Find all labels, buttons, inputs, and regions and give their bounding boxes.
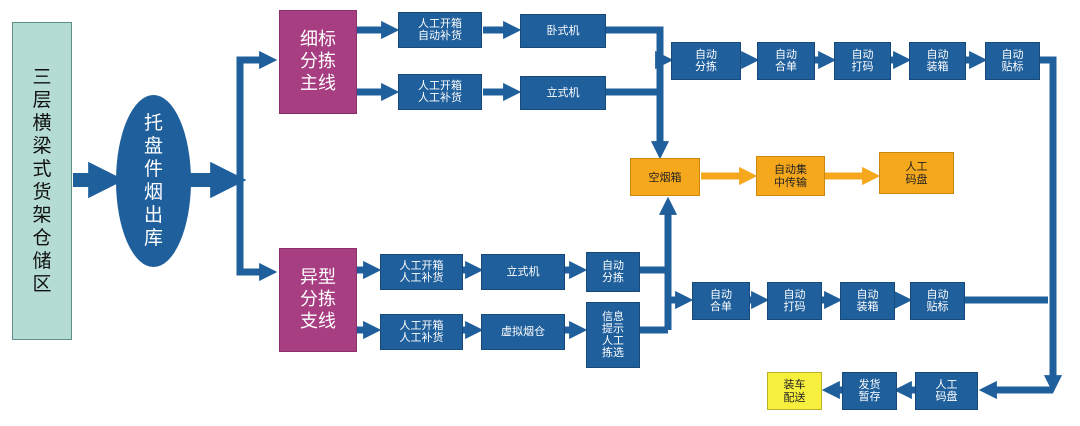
manual-stack-bottom-label: 人工 码盘 <box>935 378 958 403</box>
arrow-split-branch <box>236 180 278 282</box>
arrow-ulabel-down <box>1040 56 1063 394</box>
vertical-machine-upper-label: 立式机 <box>546 86 580 99</box>
lower-pack-label: 自动 装箱 <box>856 288 879 313</box>
upper-sort-label: 自动 分拣 <box>695 48 717 73</box>
lower-merge-label: 自动 合单 <box>710 288 732 313</box>
odd-sorting-branch-label: 异型 分拣 支线 <box>300 267 336 332</box>
lower-code-label: 自动 打码 <box>783 288 806 313</box>
odd-manual-1-label: 人工开箱 人工补货 <box>399 259 444 284</box>
manual-stack-mid-label: 人工 码盘 <box>905 160 928 186</box>
storage-area-node: 三 层 横 梁 式 货 架 仓 储 区 <box>12 22 72 340</box>
upper-code-label: 自动 打码 <box>851 48 874 73</box>
horizontal-machine-label: 卧式机 <box>546 24 580 37</box>
upper-pack-label: 自动 装箱 <box>926 48 949 73</box>
upper-manual-manual-node: 人工开箱 人工补货 <box>398 74 482 110</box>
manual-stack-bottom-node: 人工 码盘 <box>915 372 978 410</box>
load-deliver-label: 装车 配送 <box>783 378 806 404</box>
odd-manual-2-node: 人工开箱 人工补货 <box>380 314 463 350</box>
manual-stack-mid-node: 人工 码盘 <box>879 152 954 194</box>
empty-box-node: 空烟箱 <box>630 158 700 196</box>
storage-area-label: 三 层 横 梁 式 货 架 仓 储 区 <box>32 66 52 295</box>
lower-pack-node: 自动 装箱 <box>840 282 895 320</box>
arrow-split-main <box>236 50 278 180</box>
odd-manual-1-node: 人工开箱 人工补货 <box>380 254 463 290</box>
info-pick-label: 信息 提示 人工 拣选 <box>602 310 624 359</box>
upper-label-label: 自动 贴标 <box>1001 48 1024 73</box>
central-transport-node: 自动集 中传输 <box>756 156 825 196</box>
pallet-outbound-node: 托 盘 件 烟 出 库 <box>116 95 191 267</box>
pallet-outbound-label: 托 盘 件 烟 出 库 <box>143 112 163 249</box>
upper-merge-label: 自动 合单 <box>775 48 797 73</box>
lower-merge-node: 自动 合单 <box>692 282 750 320</box>
vertical-machine-lower-label: 立式机 <box>506 265 540 278</box>
load-deliver-node: 装车 配送 <box>767 372 822 410</box>
upper-manual-auto-node: 人工开箱 自动补货 <box>398 12 482 48</box>
lower-label-label: 自动 贴标 <box>926 288 949 313</box>
virtual-warehouse-node: 虚拟烟仓 <box>481 314 565 350</box>
odd-sorting-branch-node: 异型 分拣 支线 <box>279 248 357 352</box>
upper-pack-node: 自动 装箱 <box>909 42 966 80</box>
vertical-machine-upper-node: 立式机 <box>520 76 606 110</box>
upper-manual-manual-label: 人工开箱 人工补货 <box>418 79 462 104</box>
fine-sorting-mainline-node: 细标 分拣 主线 <box>279 10 357 114</box>
upper-code-node: 自动 打码 <box>834 42 891 80</box>
central-transport-label: 自动集 中传输 <box>774 163 807 189</box>
info-pick-node: 信息 提示 人工 拣选 <box>586 302 640 368</box>
empty-box-label: 空烟箱 <box>648 170 682 184</box>
odd-sort-label: 自动 分拣 <box>602 259 624 284</box>
upper-manual-auto-label: 人工开箱 自动补货 <box>418 17 462 42</box>
lower-label-node: 自动 贴标 <box>910 282 965 320</box>
upper-merge-node: 自动 合单 <box>757 42 815 80</box>
dispatch-hold-label: 发货 暂存 <box>858 378 881 403</box>
virtual-warehouse-label: 虚拟烟仓 <box>501 325 545 338</box>
dispatch-hold-node: 发货 暂存 <box>842 372 897 410</box>
fine-sorting-mainline-label: 细标 分拣 主线 <box>300 29 336 94</box>
odd-manual-2-label: 人工开箱 人工补货 <box>399 319 444 344</box>
odd-sort-node: 自动 分拣 <box>586 252 640 292</box>
vertical-machine-lower-node: 立式机 <box>481 254 565 290</box>
horizontal-machine-node: 卧式机 <box>520 14 606 48</box>
upper-label-node: 自动 贴标 <box>985 42 1040 80</box>
upper-sort-node: 自动 分拣 <box>671 42 741 80</box>
lower-code-node: 自动 打码 <box>767 282 822 320</box>
